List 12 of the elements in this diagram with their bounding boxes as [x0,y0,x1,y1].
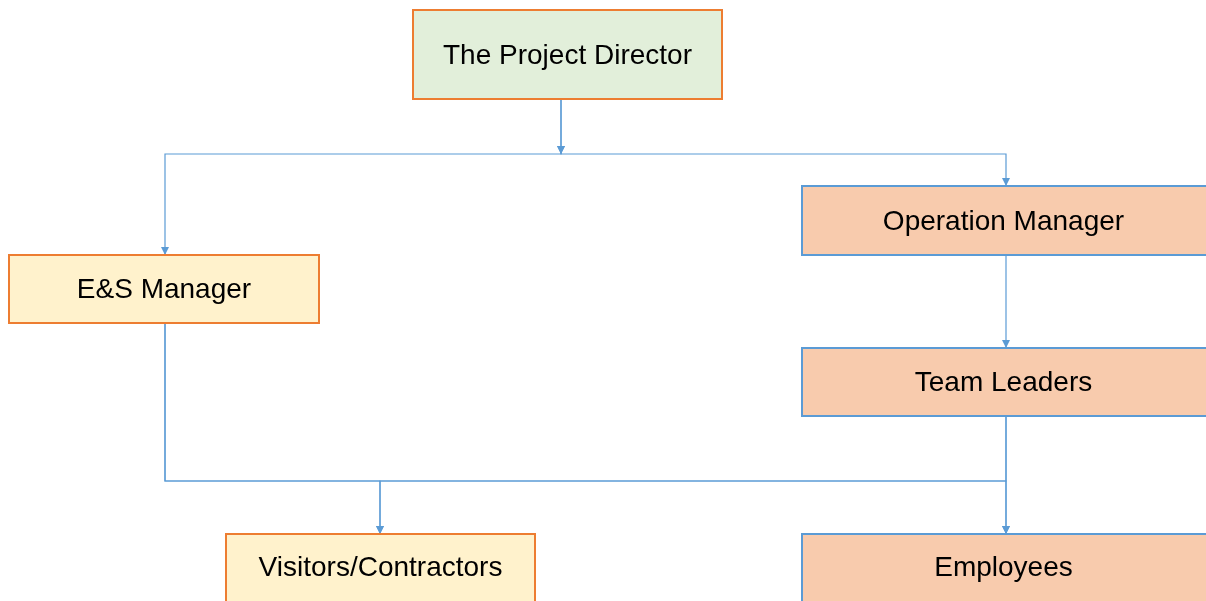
role-box [801,533,1206,601]
role-title: Operation Manager [882,203,1125,238]
role-box [801,185,1206,256]
role-box [412,9,723,100]
role-title: The Project Director [443,37,692,72]
role-title: Team Leaders [914,365,1093,399]
role-box [801,347,1206,417]
role-title: E&S Manager [76,272,252,306]
role-title: Employees [934,550,1073,584]
role-title: Visitors/Contractors [258,550,503,584]
role-box [8,254,320,324]
role-box [225,533,536,601]
